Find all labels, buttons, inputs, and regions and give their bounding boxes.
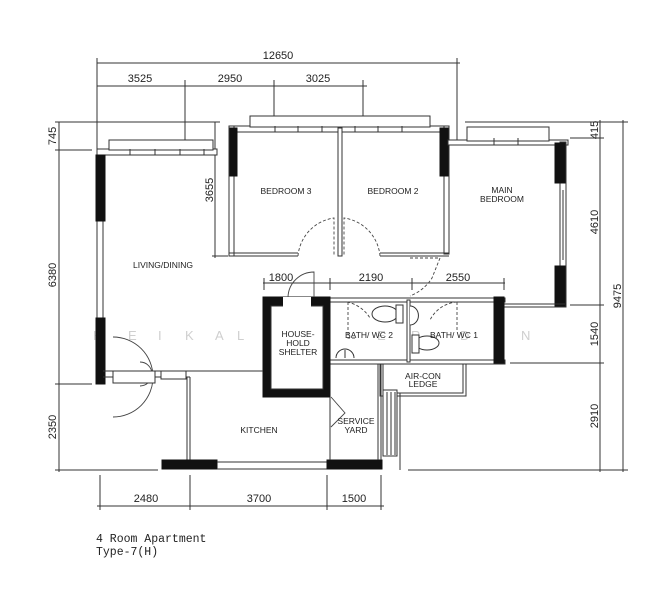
room-living-dining: LIVING/DINING xyxy=(133,260,193,270)
svg-text:A: A xyxy=(215,328,224,343)
svg-text:D: D xyxy=(460,328,469,343)
room-service-line2: YARD xyxy=(345,425,368,435)
room-kitchen: KITCHEN xyxy=(240,425,277,435)
dim-bedroom2-width: 3025 xyxy=(306,73,330,85)
svg-text:E: E xyxy=(128,328,137,343)
room-main-bedroom-line2: BEDROOM xyxy=(480,194,524,204)
fixtures xyxy=(335,304,440,359)
plan-title: 4 Room Apartment xyxy=(96,533,207,546)
right-dimensions: 415 4610 1540 2910 9475 xyxy=(408,120,628,472)
svg-text:L: L xyxy=(237,328,244,343)
room-main-bedroom-line1: MAIN xyxy=(491,185,512,195)
dim-total-width: 12650 xyxy=(263,50,294,62)
room-shelter-line2: HOLD xyxy=(286,338,310,348)
middle-dimensions: 1800 2190 2550 xyxy=(263,272,505,290)
dim-right-total: 9475 xyxy=(612,284,624,308)
dim-bedroom3-depth: 3655 xyxy=(204,178,216,202)
dim-left-6380: 6380 xyxy=(47,263,59,287)
room-bedroom-3: BEDROOM 3 xyxy=(260,186,311,196)
dim-bath2-width: 2190 xyxy=(359,272,383,284)
svg-text:I: I xyxy=(158,328,162,343)
dim-right-2910: 2910 xyxy=(589,404,601,428)
room-labels: LIVING/DINING BEDROOM 3 BEDROOM 2 MAIN B… xyxy=(133,185,524,435)
room-bath-wc-1: BATH/ WC 1 xyxy=(430,330,478,340)
dim-left-2350: 2350 xyxy=(47,415,59,439)
dim-right-415: 415 xyxy=(589,121,601,139)
dim-bedroom3-width: 2950 xyxy=(218,73,242,85)
top-dimensions: 12650 3525 2950 3025 xyxy=(96,50,460,155)
dim-bath1-width: 2550 xyxy=(446,272,470,284)
dim-left-745: 745 xyxy=(47,127,59,145)
svg-text:E: E xyxy=(377,328,386,343)
dim-shelter-width: 1800 xyxy=(269,272,293,284)
dim-bottom-2480: 2480 xyxy=(134,493,158,505)
bottom-dimensions: 2480 3700 1500 xyxy=(97,475,384,510)
svg-text:K: K xyxy=(185,328,194,343)
doors xyxy=(112,217,458,428)
room-shelter-line3: SHELTER xyxy=(279,347,318,357)
plan-subtitle: Type-7(H) xyxy=(96,546,159,559)
dim-living-width: 3525 xyxy=(128,73,152,85)
dim-bottom-3700: 3700 xyxy=(247,493,271,505)
svg-text:N: N xyxy=(521,328,530,343)
room-bedroom-2: BEDROOM 2 xyxy=(367,186,418,196)
dim-right-4610: 4610 xyxy=(589,210,601,234)
left-dimensions: 745 6380 2350 3655 xyxy=(47,121,228,472)
room-aircon-line2: LEDGE xyxy=(409,379,438,389)
walls xyxy=(95,115,569,470)
room-shelter-line1: HOUSE- xyxy=(281,329,314,339)
room-aircon-line1: AIR-CON xyxy=(405,371,441,381)
room-bath-wc-2: BATH/ WC 2 xyxy=(345,330,393,340)
dim-bottom-1500: 1500 xyxy=(342,493,366,505)
room-service-line1: SERVICE xyxy=(337,416,374,426)
dim-right-1540: 1540 xyxy=(589,322,601,346)
